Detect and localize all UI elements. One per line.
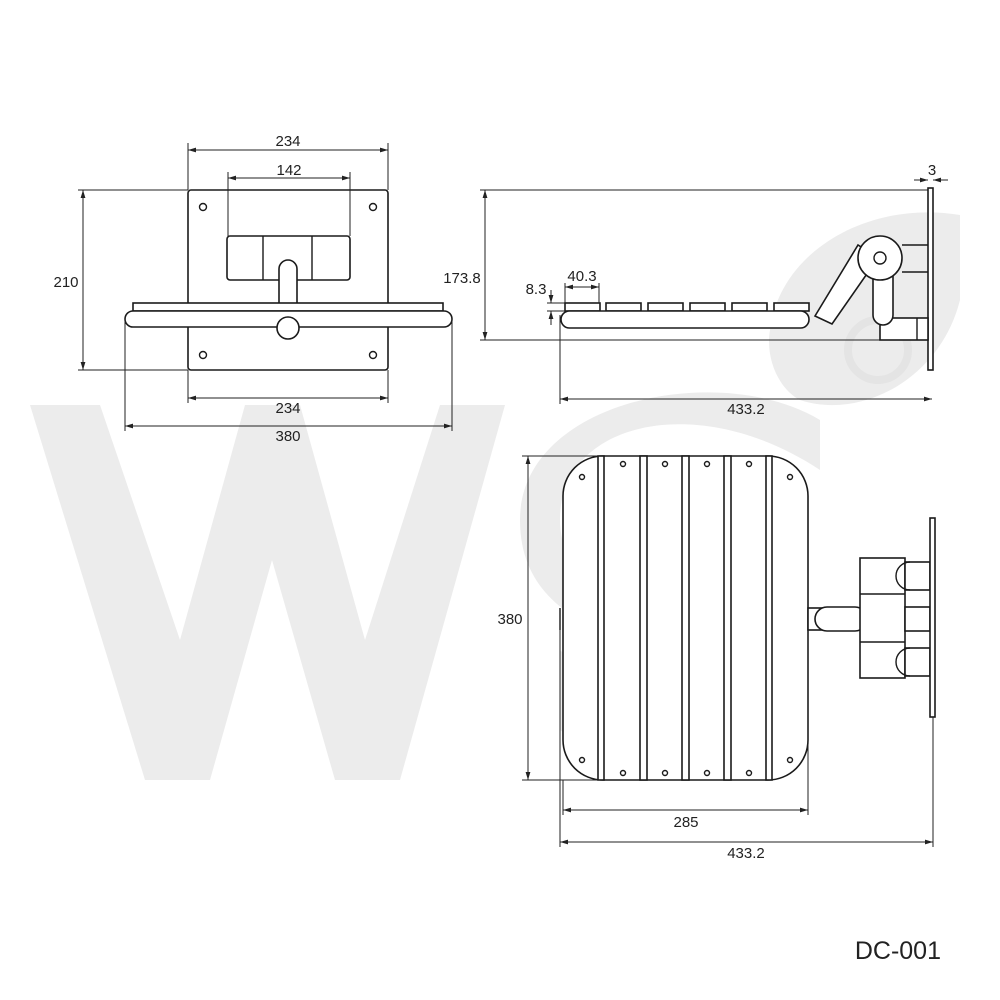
- dim-side-height: 173.8: [443, 270, 481, 287]
- dim-plate-width-bottom: 234: [275, 400, 300, 417]
- dim-hinge-width: 142: [276, 162, 301, 179]
- dim-side-depth: 433.2: [727, 401, 765, 418]
- dim-slat-width: 40.3: [567, 268, 596, 285]
- front-view: 234 142 210 234 380: [53, 133, 453, 445]
- dim-bar-width: 380: [275, 428, 300, 445]
- watermark-logo: [30, 212, 960, 780]
- dim-total-depth: 433.2: [727, 845, 765, 862]
- dim-plate-thickness: 3: [928, 162, 936, 179]
- side-view: 173.8 3 8.3 40.3 433.2: [443, 162, 948, 418]
- dim-seat-depth: 285: [673, 814, 698, 831]
- dim-seat-width: 380: [497, 611, 522, 628]
- dim-plate-width-top: 234: [275, 133, 300, 150]
- model-code: DC-001: [855, 937, 941, 965]
- side-slats: [564, 302, 810, 312]
- dim-slat-thickness: 8.3: [526, 281, 547, 298]
- screws: [578, 460, 794, 777]
- top-view: 380 285 433.2: [497, 455, 936, 862]
- dim-front-height: 210: [53, 274, 78, 291]
- top-slats: [597, 455, 773, 781]
